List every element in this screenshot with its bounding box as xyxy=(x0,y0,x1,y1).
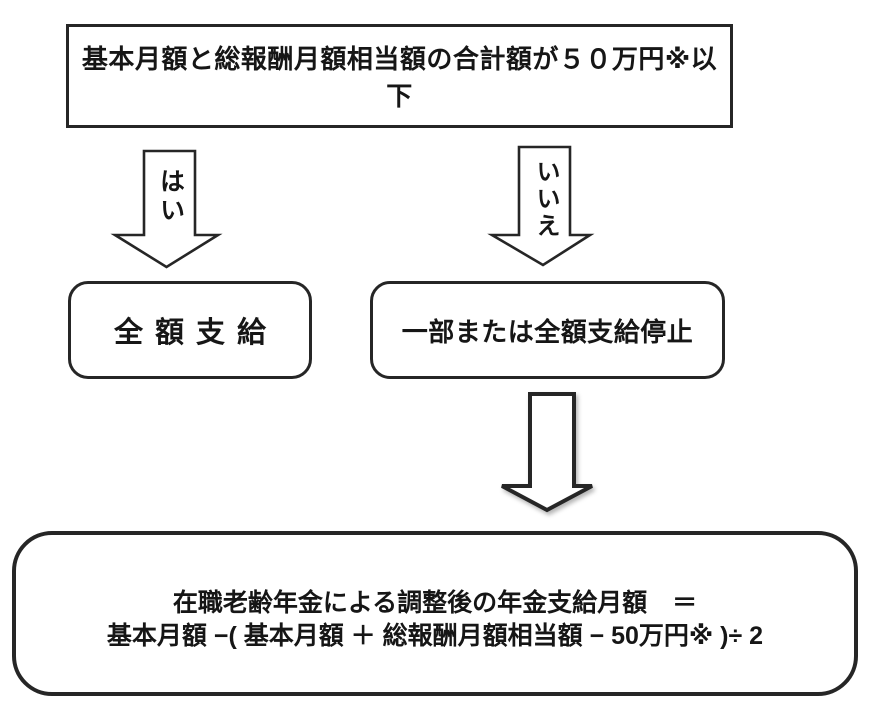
yes-down-arrow-icon xyxy=(110,149,223,269)
full-payment-label: 全額支給 xyxy=(113,317,278,349)
condition-box: 基本月額と総報酬月額相当額の合計額が５０万円※以下 xyxy=(66,24,733,128)
formula-line-1: 在職老齢年金による調整後の年金支給月額 ＝ xyxy=(172,588,698,617)
suspension-label: 一部または全額支給停止 xyxy=(401,316,694,347)
result-down-arrow-icon xyxy=(501,392,593,513)
suspension-box: 一部または全額支給停止 xyxy=(370,281,725,379)
no-down-arrow-icon xyxy=(487,145,595,267)
no-arrow-label: いいえ xyxy=(532,158,559,240)
formula-box: 在職老齢年金による調整後の年金支給月額 ＝ 基本月額 −( 基本月額 ＋ 総報酬… xyxy=(12,531,858,696)
full-payment-box: 全額支給 xyxy=(68,281,312,379)
yes-arrow-label: はい xyxy=(156,168,185,226)
condition-label: 基本月額と総報酬月額相当額の合計額が５０万円※以下 xyxy=(81,44,718,111)
formula-line-2: 基本月額 −( 基本月額 ＋ 総報酬月額相当額 − 50万円※ )÷ 2 xyxy=(106,621,764,650)
